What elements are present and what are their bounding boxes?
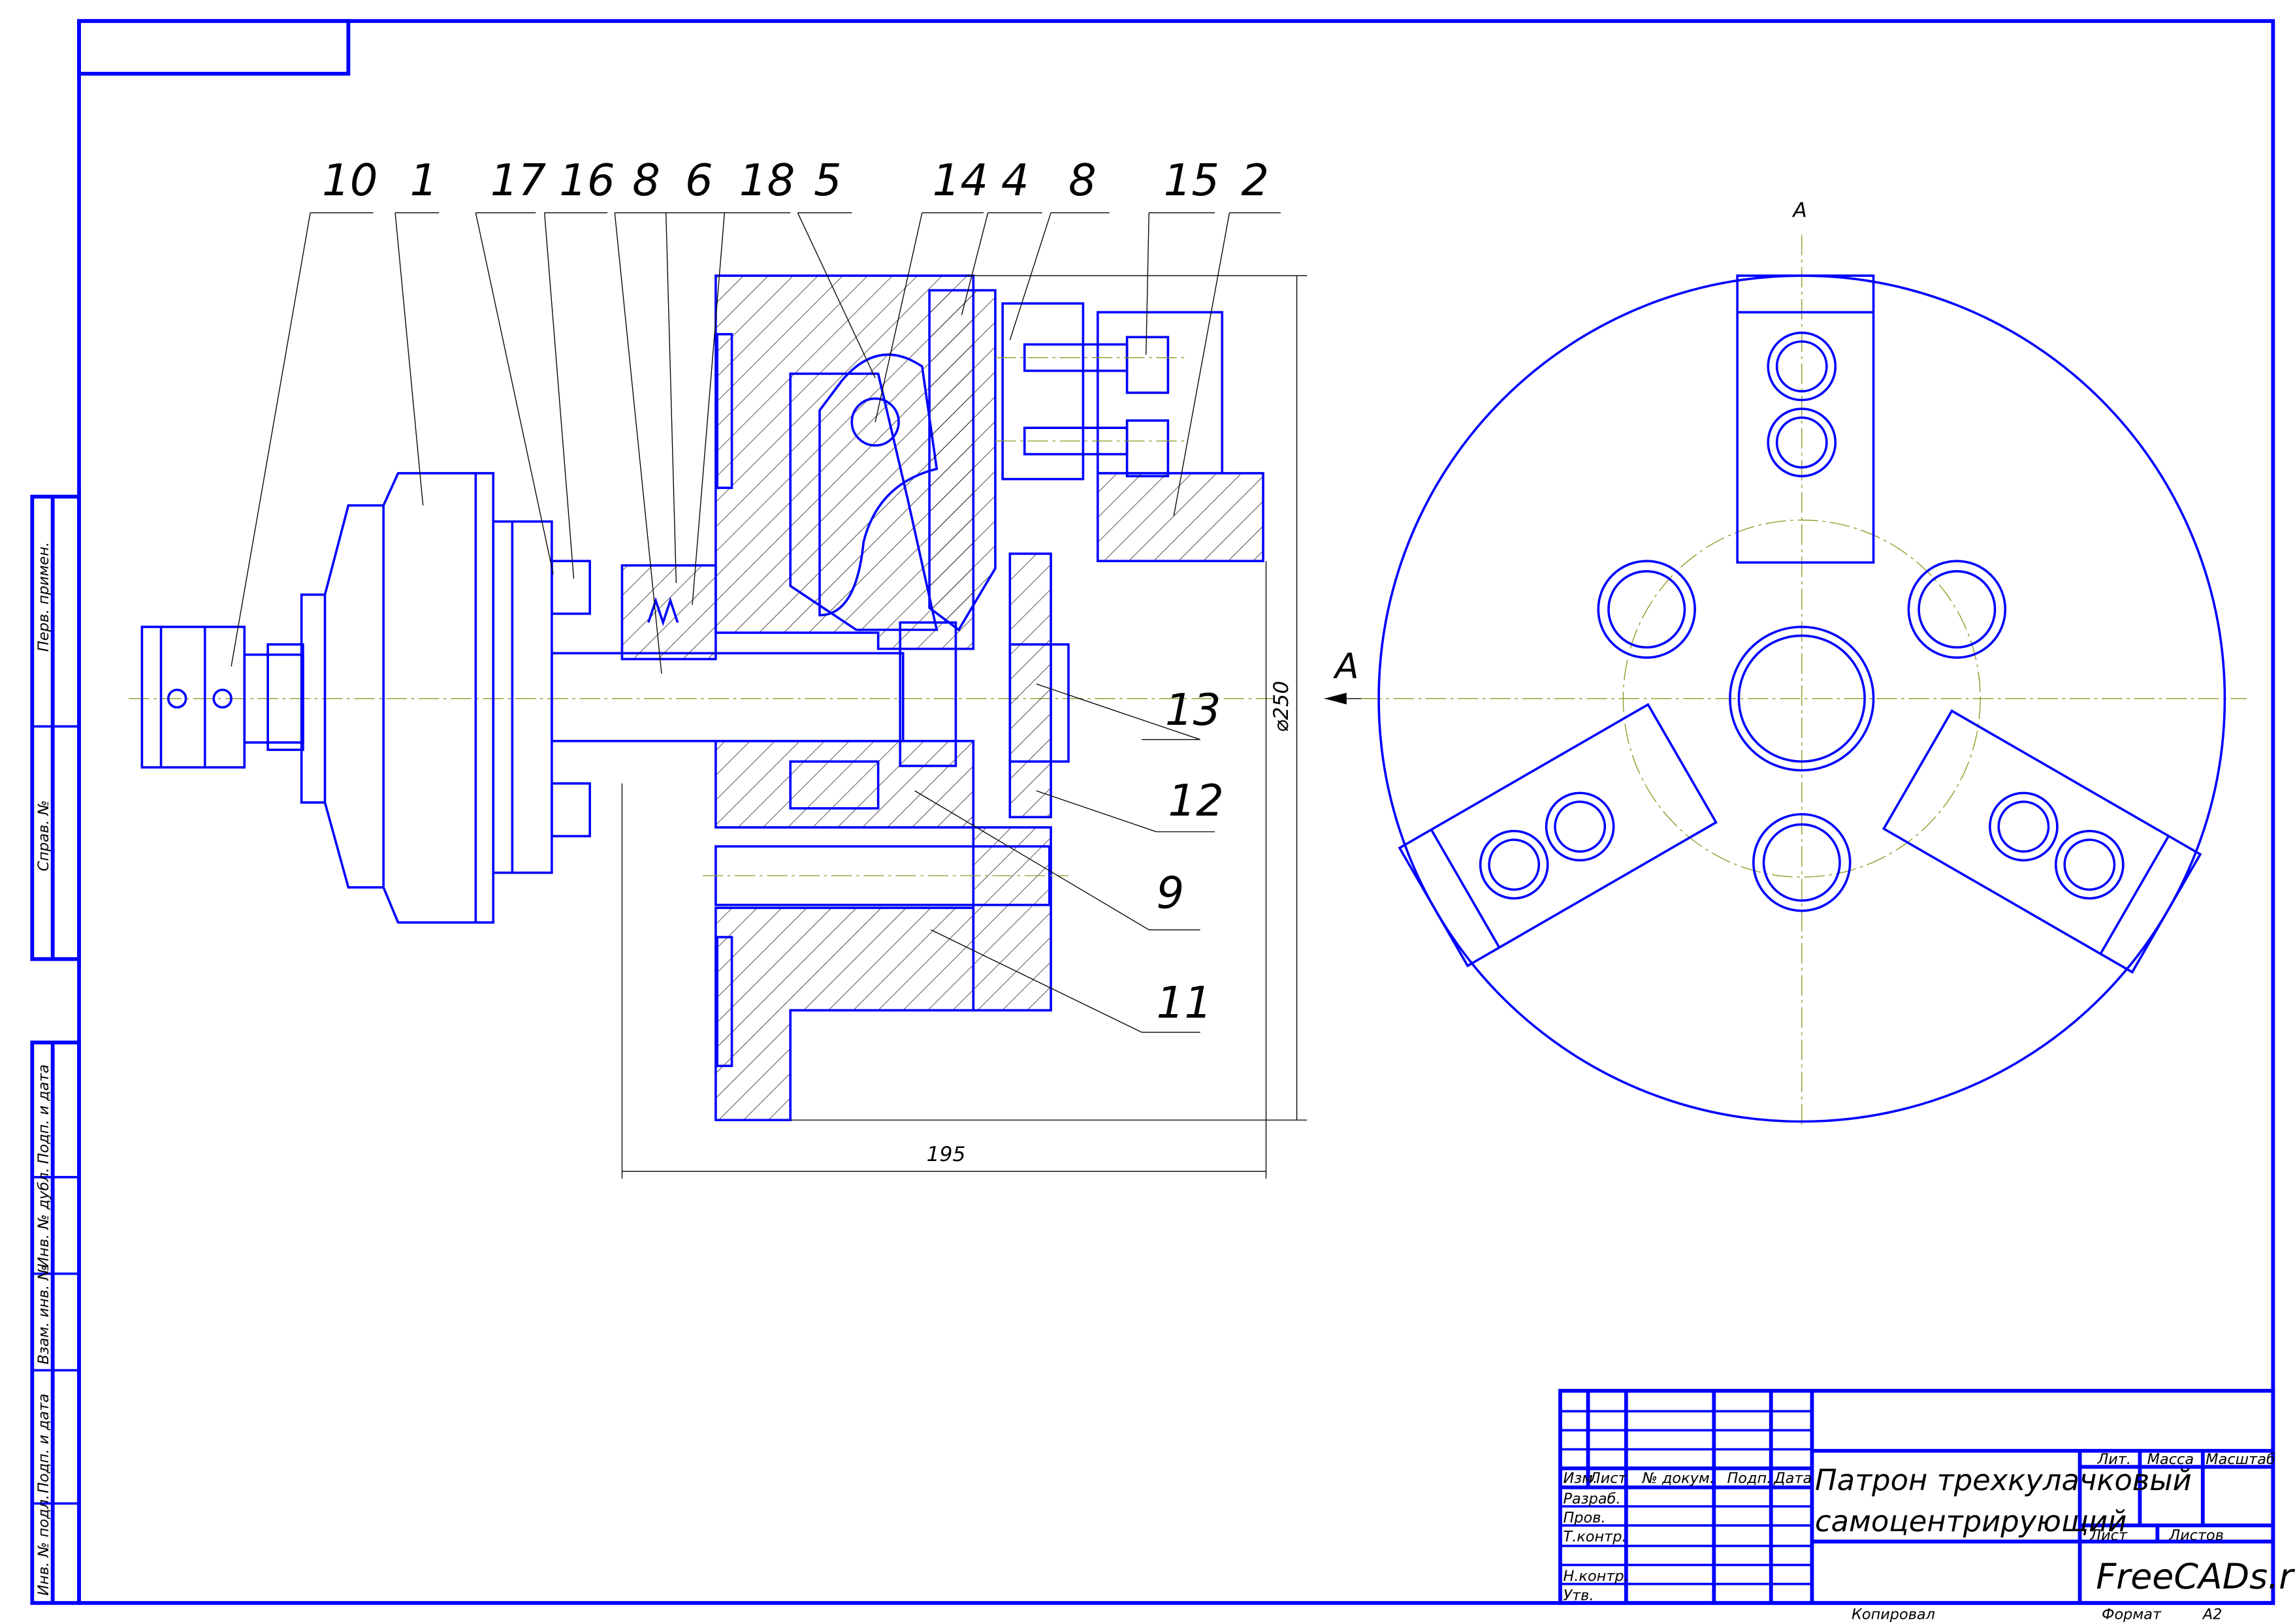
callout-12: 12 [1168, 775, 1224, 826]
th-sheet: Лист [2089, 1527, 2128, 1544]
stamp-inv-podl: Инв. № подл. [35, 1495, 52, 1596]
stamp-sprav-no: Справ. № [35, 800, 52, 871]
callouts: 10 1 17 16 8 6 18 5 14 4 8 15 2 13 12 9 … [231, 155, 1281, 1033]
title-block: Изм. Лист № докум. Подп. Дата Разраб. Пр… [1558, 1388, 2295, 1623]
callout-13: 13 [1165, 684, 1221, 735]
copied-label: Копировал [1852, 1606, 1935, 1623]
th-lit: Лит. [2096, 1451, 2131, 1468]
callout-18: 18 [739, 155, 795, 206]
stamp-inv-dubl: Инв. № дубл. [35, 1168, 52, 1267]
section-view: 195 ⌀250 A [129, 274, 1376, 1179]
jaw-right [1882, 709, 2202, 974]
stamp-podp-data-1: Подп. и дата [35, 1064, 52, 1164]
jaw-top [1736, 274, 1875, 564]
callout-2: 2 [1241, 155, 1269, 206]
stamp-perv-primen: Перв. примен. [35, 542, 52, 652]
section-label: A [1333, 645, 1359, 686]
format-value: A2 [2202, 1606, 2223, 1623]
title-line-2: самоцентрирующий [1815, 1504, 2127, 1538]
callout-5: 5 [814, 155, 842, 206]
th-izm: Изм. [1563, 1470, 1597, 1487]
role-utv: Утв. [1563, 1587, 1594, 1604]
callout-16: 16 [559, 155, 615, 206]
th-mass: Масса [2147, 1451, 2194, 1468]
role-tkontr: Т.контр. [1563, 1529, 1626, 1546]
stamp-vzam-inv: Взам. инв. № [35, 1265, 52, 1364]
role-razrab: Разраб. [1563, 1490, 1620, 1507]
th-date: Дата [1773, 1470, 1812, 1487]
th-sheets: Листов [2168, 1527, 2224, 1544]
site-logo-text: FreeCADs.ru [2096, 1555, 2295, 1597]
callout-15: 15 [1164, 155, 1220, 206]
callout-6: 6 [685, 155, 713, 206]
callout-8b: 8 [1068, 155, 1097, 206]
callout-4: 4 [1001, 155, 1029, 206]
dimension-length: 195 [927, 1143, 966, 1166]
callout-1: 1 [410, 155, 438, 206]
th-doc-no: № докум. [1641, 1470, 1714, 1487]
th-scale: Масштаб [2206, 1451, 2275, 1468]
callout-14: 14 [933, 155, 989, 206]
format-label: Формат [2102, 1606, 2162, 1623]
callout-9: 9 [1156, 867, 1184, 918]
th-podp: Подп. [1727, 1470, 1771, 1487]
th-list: Лист [1589, 1470, 1628, 1487]
callout-11: 11 [1156, 977, 1212, 1028]
stamp-podp-data-2: Подп. и дата [35, 1393, 52, 1493]
callout-17: 17 [490, 155, 547, 206]
title-line-1: Патрон трехкулачковый [1815, 1463, 2192, 1497]
view-label: A [1791, 199, 1806, 223]
callout-8a: 8 [632, 155, 660, 206]
jaw-left [1398, 703, 1718, 968]
side-stamp-column: Перв. примен. Справ. № Подп. и дата Инв.… [30, 494, 81, 1605]
front-view-a: A [1361, 199, 2247, 1128]
dimension-diameter: ⌀250 [1270, 681, 1293, 733]
callout-10: 10 [322, 155, 378, 206]
role-nkontr: Н.контр. [1563, 1568, 1628, 1585]
role-prov: Пров. [1563, 1510, 1605, 1527]
